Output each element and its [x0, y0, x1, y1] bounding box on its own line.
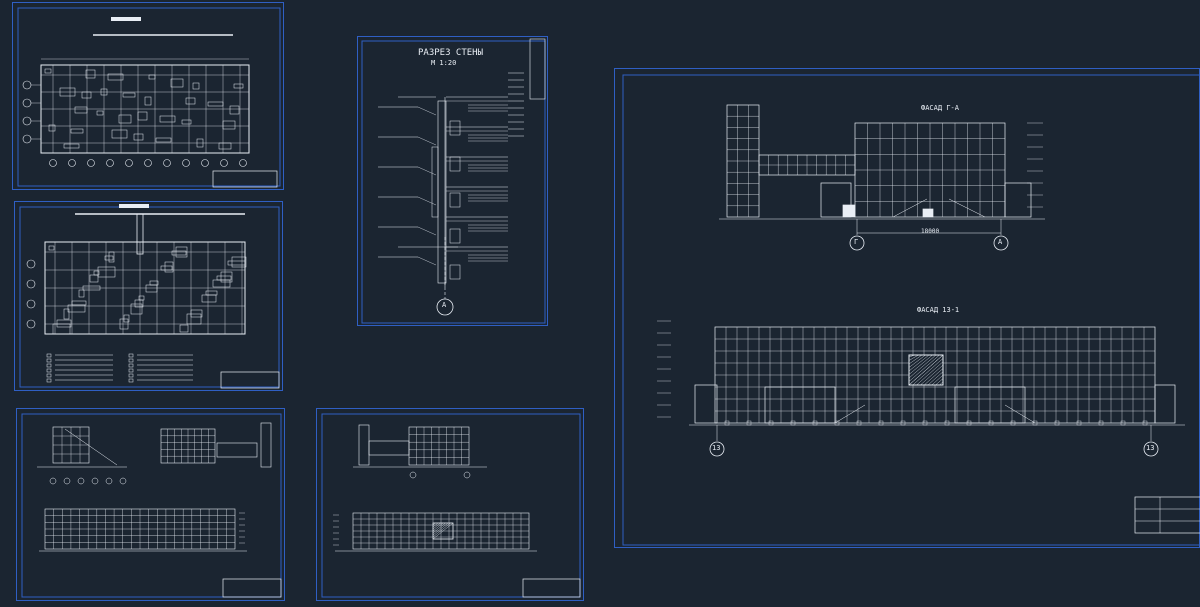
axis-bubble-13-right	[1143, 441, 1159, 457]
facades-sheet-1[interactable]	[16, 408, 285, 601]
facades-drawing-2	[321, 413, 581, 598]
facade-a-dimension: 18000	[921, 228, 940, 235]
facade-a-title: ФАСАД Г-А	[921, 104, 959, 112]
facades-sheet-2[interactable]	[316, 408, 584, 601]
section-axis-label: А	[442, 301, 447, 309]
axis-bubble-13-left	[709, 441, 725, 457]
floor-plan-sheet-2[interactable]	[14, 201, 283, 391]
axis-label-13-left: 13	[712, 444, 721, 452]
facade-b-title: ФАСАД 13-1	[917, 306, 960, 314]
facades-drawing-1	[21, 413, 282, 598]
floor-plan-sheet-1[interactable]	[12, 2, 284, 190]
wall-section-drawing	[361, 38, 546, 324]
floor-plan-drawing-2	[19, 204, 280, 389]
facades-sheet-main[interactable]: ФАСАД Г-А 18000 Г А ФАСАД 13-1 13 13	[614, 68, 1200, 548]
axis-label-g: Г	[854, 238, 859, 246]
axis-label-a: А	[998, 238, 1003, 246]
axis-bubble-g	[849, 235, 865, 251]
title-block	[1134, 496, 1200, 534]
section-title: РАЗРЕЗ СТЕНЫ	[418, 48, 484, 58]
floor-plan-drawing-1	[17, 7, 281, 188]
axis-label-13-right: 13	[1146, 444, 1155, 452]
section-scale: М 1:20	[431, 59, 457, 67]
axis-bubble-a	[993, 235, 1009, 251]
wall-section-sheet[interactable]: РАЗРЕЗ СТЕНЫ М 1:20 А	[357, 36, 548, 326]
facades-drawing-main	[622, 74, 1200, 546]
